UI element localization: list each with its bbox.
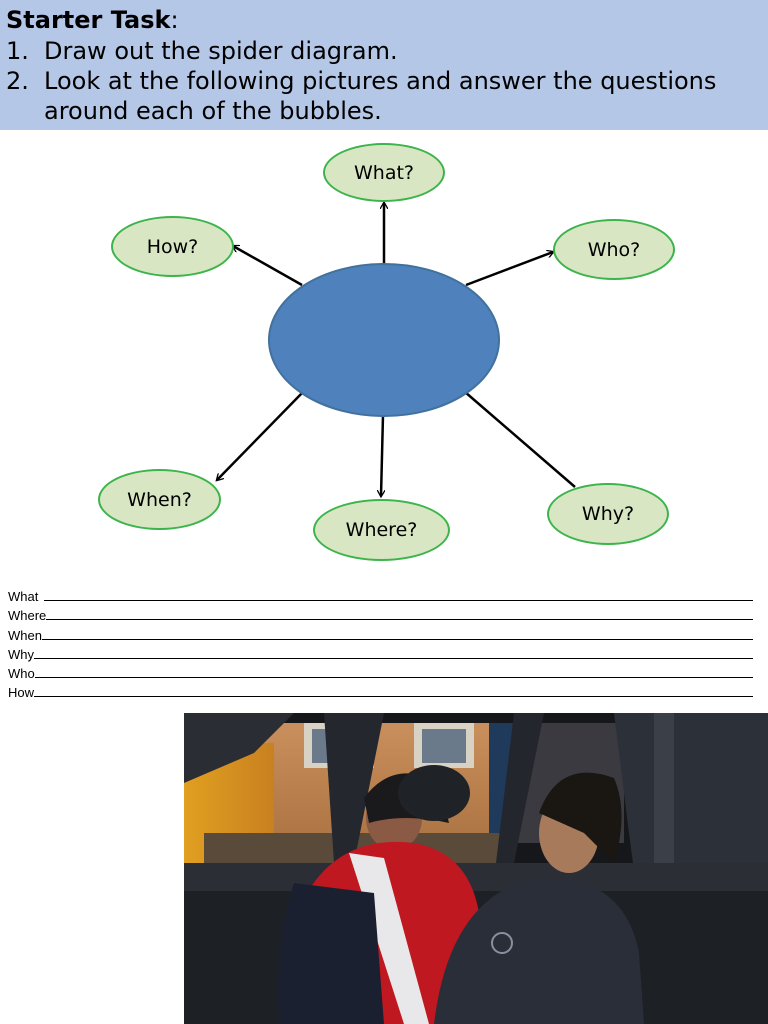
answer-lines: What Where When Why Who How (8, 585, 753, 700)
answer-rule (41, 638, 753, 640)
title-text: Starter Task (6, 6, 171, 34)
connector-how (233, 246, 303, 287)
answer-rule (44, 600, 753, 602)
instruction-text: Look at the following pictures and answe… (44, 67, 717, 95)
answer-rule (34, 696, 753, 698)
instruction-number: 2. (6, 67, 29, 95)
answer-label: Why (8, 646, 34, 662)
connector-where (381, 414, 383, 496)
connector-why (464, 391, 576, 488)
instruction-number: 1. (6, 37, 29, 65)
spider-diagram: What? Who? How? When? Where? Why? (0, 130, 768, 580)
car-photo (184, 713, 768, 1024)
answer-label: When (8, 627, 42, 643)
answer-line-what[interactable]: What (8, 585, 753, 604)
instruction-text: Draw out the spider diagram. (44, 37, 398, 65)
title-colon: : (170, 6, 179, 34)
answer-rule (46, 619, 753, 621)
bubble-when: When? (98, 469, 221, 530)
answer-label: What (8, 589, 39, 605)
answer-line-why[interactable]: Why (8, 643, 753, 662)
instruction-2-continued: around each of the bubbles. (6, 96, 382, 126)
bubble-where: Where? (313, 499, 450, 561)
connector-when (217, 391, 304, 480)
answer-line-how[interactable]: How (8, 681, 753, 700)
answer-label: Where (8, 608, 47, 624)
bubble-why: Why? (547, 483, 669, 545)
instruction-text: around each of the bubbles. (44, 97, 382, 125)
car-photo-illustration (184, 713, 768, 1024)
connector-who (465, 252, 553, 287)
bubble-who: Who? (553, 219, 675, 280)
answer-rule (34, 676, 753, 678)
instruction-2: 2. Look at the following pictures and ans… (6, 66, 716, 96)
answer-line-where[interactable]: Where (8, 604, 753, 623)
center-oval (268, 263, 500, 417)
answer-line-who[interactable]: Who (8, 662, 753, 681)
bubble-what: What? (323, 143, 445, 202)
answer-label: How (8, 685, 35, 701)
answer-line-when[interactable]: When (8, 623, 753, 643)
spider-diagram-connectors (0, 130, 576, 580)
header-banner: Starter Task: 1. Draw out the spider diag… (0, 0, 768, 130)
answer-label: Who (8, 665, 35, 681)
starter-task-title: Starter Task: (6, 5, 179, 35)
bubble-how: How? (111, 216, 234, 277)
answer-rule (34, 657, 753, 659)
instruction-1: 1. Draw out the spider diagram. (6, 36, 398, 66)
